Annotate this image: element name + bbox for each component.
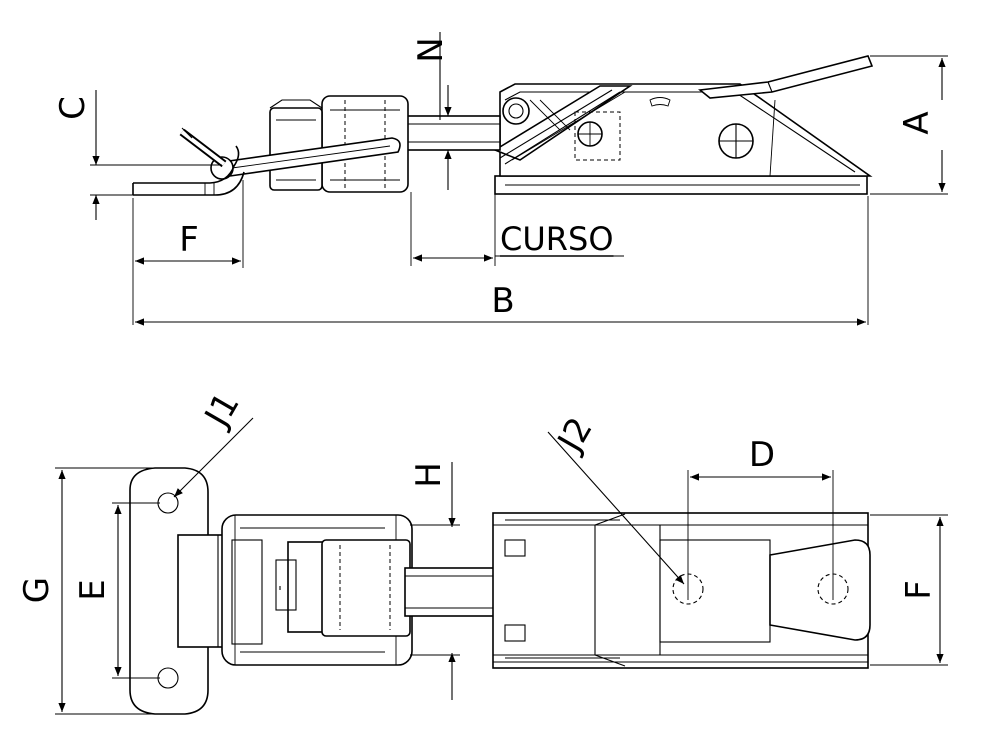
dim-f-side xyxy=(132,180,244,325)
label-j2: J2 xyxy=(549,411,600,460)
dim-e xyxy=(112,502,160,679)
latch-base-plate xyxy=(494,175,868,195)
dim-b xyxy=(135,196,869,326)
label-n: N xyxy=(411,37,451,62)
latch-body-top xyxy=(492,512,871,669)
wire-loop xyxy=(179,127,401,180)
cam-lever xyxy=(493,85,633,165)
label-f-side: F xyxy=(179,220,199,260)
dim-h xyxy=(410,462,460,700)
pivot-rear xyxy=(718,123,754,159)
label-h: H xyxy=(409,462,449,488)
dim-a xyxy=(870,55,948,195)
side-view: N C A F CURSO B xyxy=(53,32,948,326)
dim-f-top xyxy=(870,514,948,666)
label-g: G xyxy=(17,577,57,603)
pivot-front xyxy=(502,97,530,125)
label-f-top: F xyxy=(899,580,939,600)
label-d: D xyxy=(749,435,775,475)
nut-housing-top xyxy=(221,514,413,666)
label-e: E xyxy=(73,579,113,600)
adjuster-nut xyxy=(269,95,409,193)
dim-n xyxy=(439,32,495,190)
pivot-middle xyxy=(574,111,621,161)
leader-j2 xyxy=(547,431,685,585)
label-j1: J1 xyxy=(196,386,247,435)
label-a: A xyxy=(897,111,937,134)
label-c: C xyxy=(53,96,93,120)
top-view: J1 J2 D H G E F xyxy=(17,386,948,715)
dim-g xyxy=(55,467,155,715)
catch-plate-top xyxy=(129,467,231,715)
draw-rod xyxy=(404,115,501,151)
dim-d xyxy=(687,470,834,600)
leader-j1 xyxy=(173,417,254,498)
label-b: B xyxy=(491,281,514,321)
label-curso: CURSO xyxy=(500,220,614,258)
catch-plate xyxy=(132,145,245,196)
handle-tail xyxy=(698,55,874,99)
dim-c xyxy=(90,90,222,220)
